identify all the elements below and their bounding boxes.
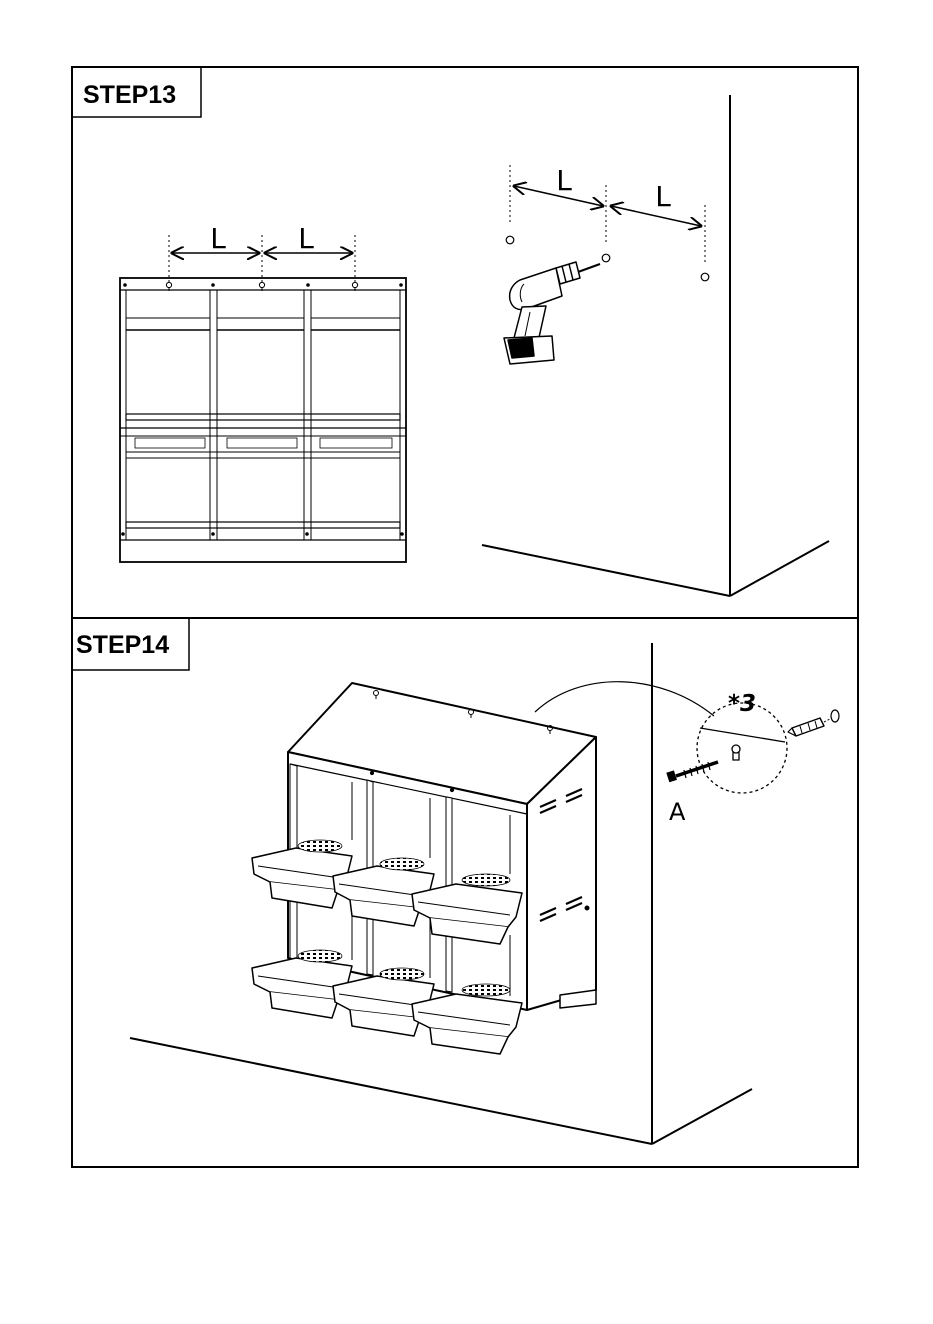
drill-icon [504, 262, 600, 364]
nest-tray [252, 950, 352, 1018]
part-label-a: A [669, 798, 686, 826]
detail-callout: *3 [697, 691, 787, 793]
wall-dim-label-right: L [655, 180, 671, 213]
callout-leader [535, 682, 714, 716]
quantity-label: *3 [728, 691, 756, 717]
step14-header: STEP14 [72, 618, 189, 670]
nest-box-back-icon [120, 278, 406, 562]
wall-anchor-icon [788, 710, 839, 736]
wall-dimension: L L [510, 164, 705, 262]
step14-title: STEP14 [76, 631, 169, 659]
keyhole-slot-icon [732, 745, 740, 760]
dim-label-right: L [298, 222, 314, 255]
dim-label-left: L [210, 222, 226, 255]
cabinet-dimension: L L [169, 222, 355, 282]
step13-header: STEP13 [72, 67, 201, 117]
step13-title: STEP13 [83, 81, 176, 109]
screw-icon [667, 762, 718, 782]
wall-dim-label-left: L [556, 164, 572, 197]
